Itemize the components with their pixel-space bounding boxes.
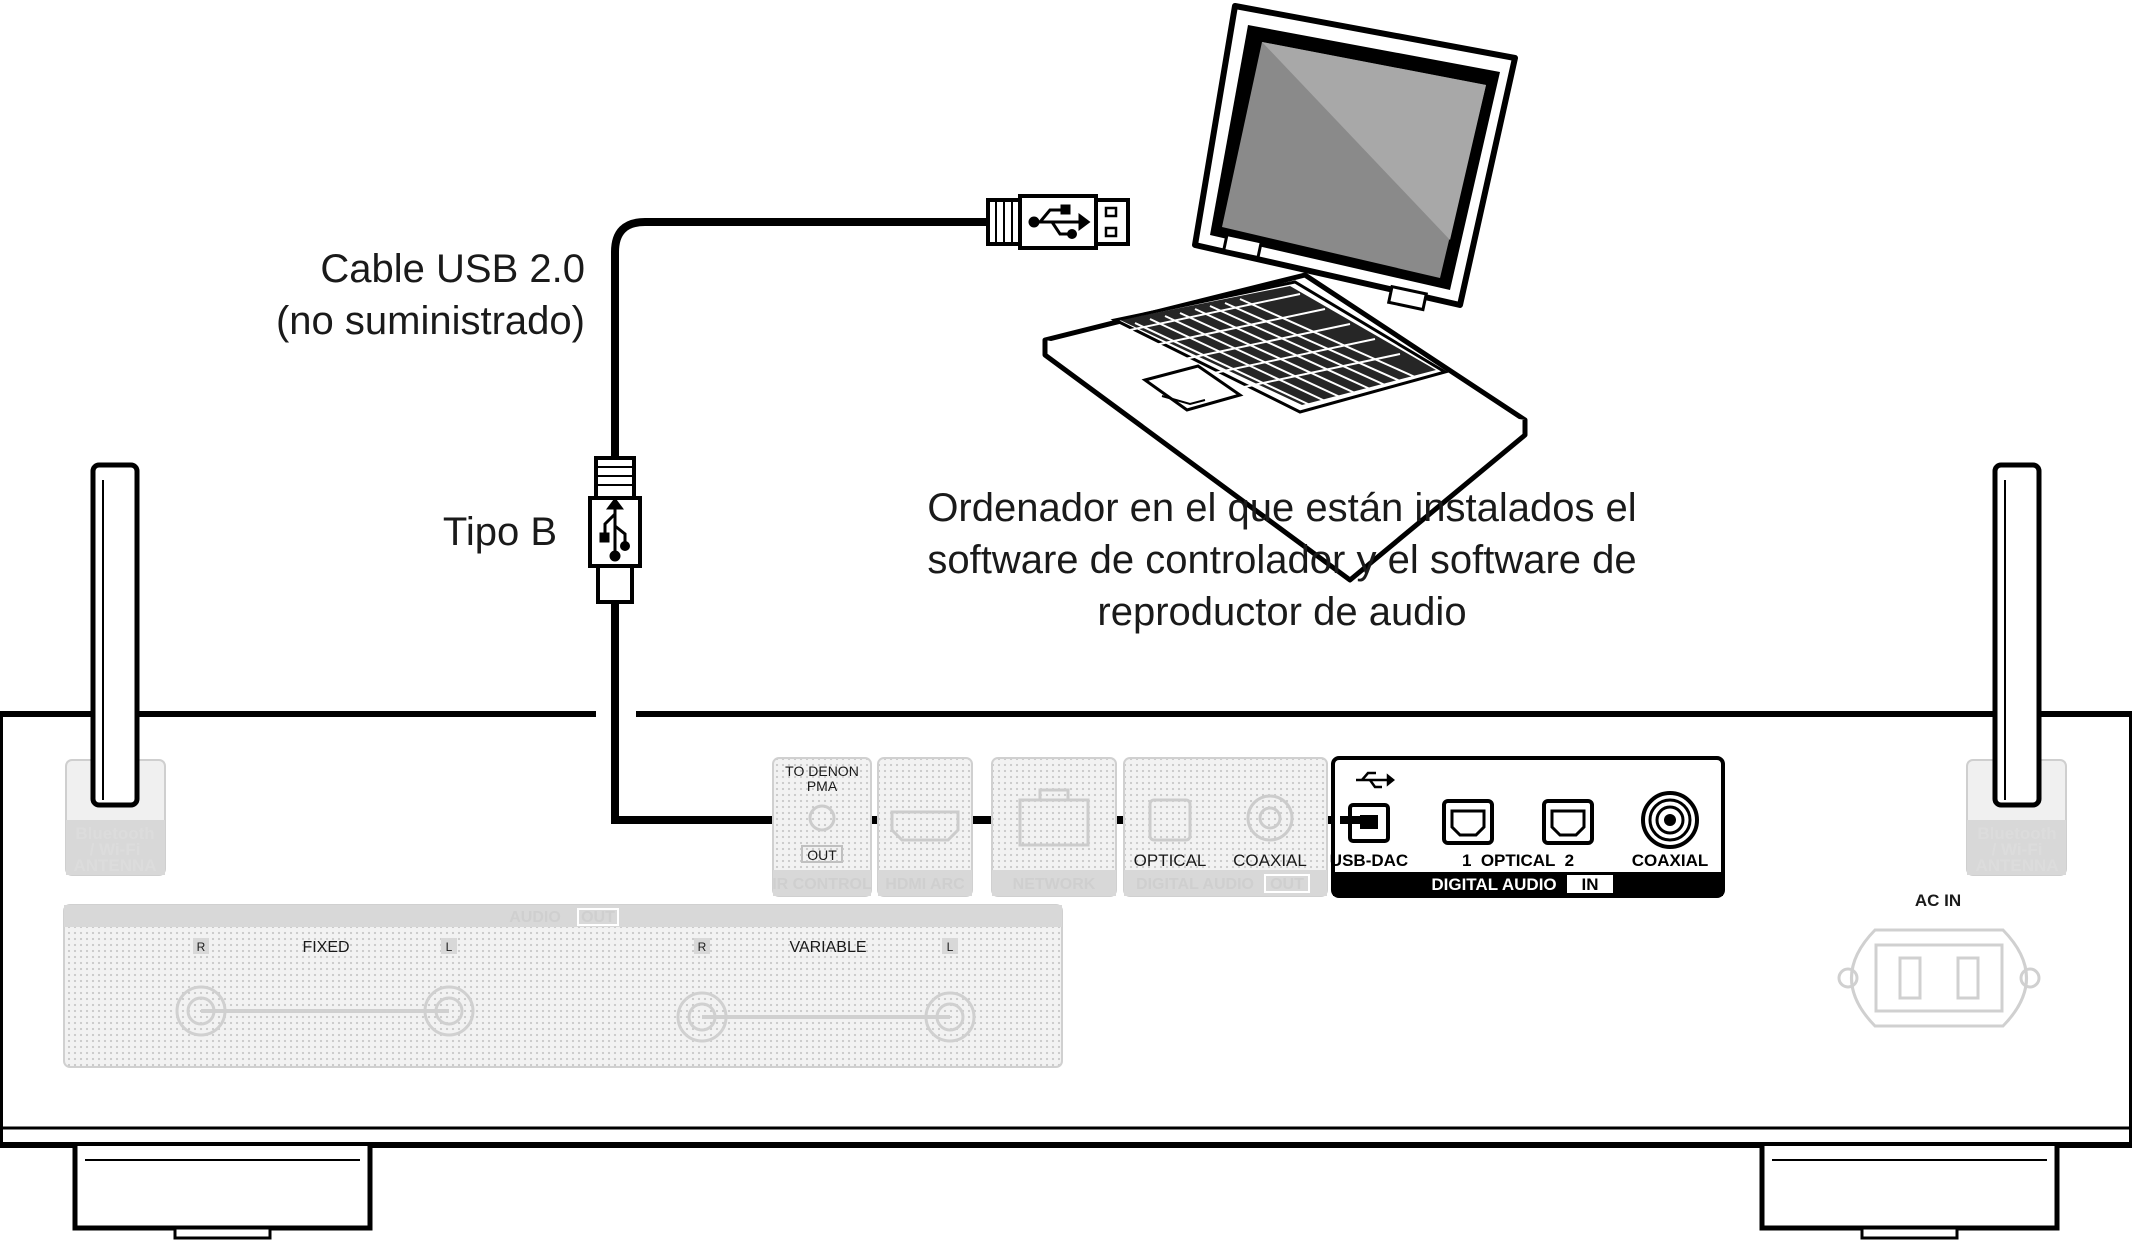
cable-caption-line2: (no suministrado) — [276, 299, 585, 343]
usb-symbol-icon — [599, 497, 630, 562]
ac-socket-pin-icon — [1898, 956, 1922, 1000]
laptop-computer — [1042, 3, 1528, 583]
coaxial-in-label: COAXIAL — [1632, 851, 1709, 870]
usb-symbol-icon — [1028, 204, 1091, 239]
hdmi-arc-block: HDMI ARC — [877, 757, 973, 897]
digital-audio-in-block: USB-DAC 1 OPTICAL 2 COAXIAL DIGITAL AUDI… — [1330, 756, 1725, 898]
ir-jack-icon — [808, 804, 836, 832]
computer-caption-line2: software de controlador y el software de — [927, 538, 1636, 582]
device-foot-left — [72, 1146, 373, 1240]
ac-in-block: AC IN — [1837, 891, 2041, 1028]
in-badge: IN — [1582, 875, 1599, 894]
digital-audio-out-block: OPTICAL COAXIAL DIGITAL AUDIO OUT — [1123, 757, 1328, 897]
antenna-right: Bluetooth / Wi-Fi ANTENNA — [1966, 462, 2067, 876]
out-badge: OUT — [807, 847, 837, 863]
computer-caption-line3: reproductor de audio — [1097, 590, 1466, 634]
optical-in-label: 1 OPTICAL 2 — [1462, 851, 1574, 870]
fixed-label: FIXED — [302, 939, 349, 956]
antenna-label-2: / Wi-Fi — [90, 840, 141, 859]
out-badge: OUT — [581, 909, 615, 926]
digital-audio-out-label: DIGITAL AUDIO — [1136, 876, 1254, 893]
hdmi-arc-label: HDMI ARC — [885, 876, 965, 893]
usb-symbol-icon — [1356, 771, 1396, 789]
antenna-label-2: / Wi-Fi — [1992, 840, 2043, 859]
channel-r-label: R — [197, 940, 206, 954]
antenna-label-3: ANTENNA — [1975, 856, 2058, 875]
audio-out-label: AUDIO — [509, 909, 561, 926]
ac-socket-pin-icon — [1956, 956, 1980, 1000]
antenna-label-3: ANTENNA — [73, 856, 156, 875]
coaxial-in-port — [1641, 791, 1699, 849]
antenna-left: Bluetooth / Wi-Fi ANTENNA — [65, 462, 166, 876]
channel-l-label: L — [446, 940, 453, 954]
audio-out-block: AUDIO OUT FIXED VARIABLE R L R L — [63, 904, 1063, 1068]
variable-label: VARIABLE — [789, 939, 866, 956]
ac-in-label: AC IN — [1915, 891, 1961, 910]
cable-caption-line1: Cable USB 2.0 — [320, 247, 585, 291]
out-badge: OUT — [1270, 876, 1304, 893]
hdmi-port-icon — [890, 810, 960, 842]
antenna-label-1: Bluetooth — [1977, 824, 2056, 843]
rca-jack-icon — [175, 985, 976, 1043]
to-denon-label-2: PMA — [807, 778, 838, 794]
ir-control-block: TO DENON PMA OUT IR CONTROL — [772, 757, 872, 897]
device-foot-right — [1759, 1146, 2060, 1240]
network-label: NETWORK — [1013, 876, 1096, 893]
channel-r-label: R — [698, 940, 707, 954]
usb-type-a-plug — [986, 194, 1130, 250]
usb-dac-label: USB-DAC — [1330, 851, 1408, 870]
digital-audio-in-label: DIGITAL AUDIO — [1431, 875, 1556, 894]
coaxial-out-port-icon — [1246, 794, 1294, 842]
to-denon-label-1: TO DENON — [785, 763, 859, 779]
ethernet-port-icon — [1018, 788, 1090, 847]
optical-out-label: OPTICAL — [1134, 851, 1207, 870]
network-block: NETWORK — [991, 757, 1117, 897]
computer-caption-line1: Ordenador en el que están instalados el — [927, 486, 1636, 530]
coaxial-out-label: COAXIAL — [1233, 851, 1307, 870]
connector-type-caption: Tipo B — [443, 510, 557, 554]
channel-l-label: L — [947, 940, 954, 954]
usb-cable — [611, 218, 1372, 824]
optical-out-port-icon — [1148, 798, 1192, 842]
ir-control-label: IR CONTROL — [772, 876, 872, 893]
antenna-label-1: Bluetooth — [75, 824, 154, 843]
usb-type-b-plug — [588, 456, 642, 604]
